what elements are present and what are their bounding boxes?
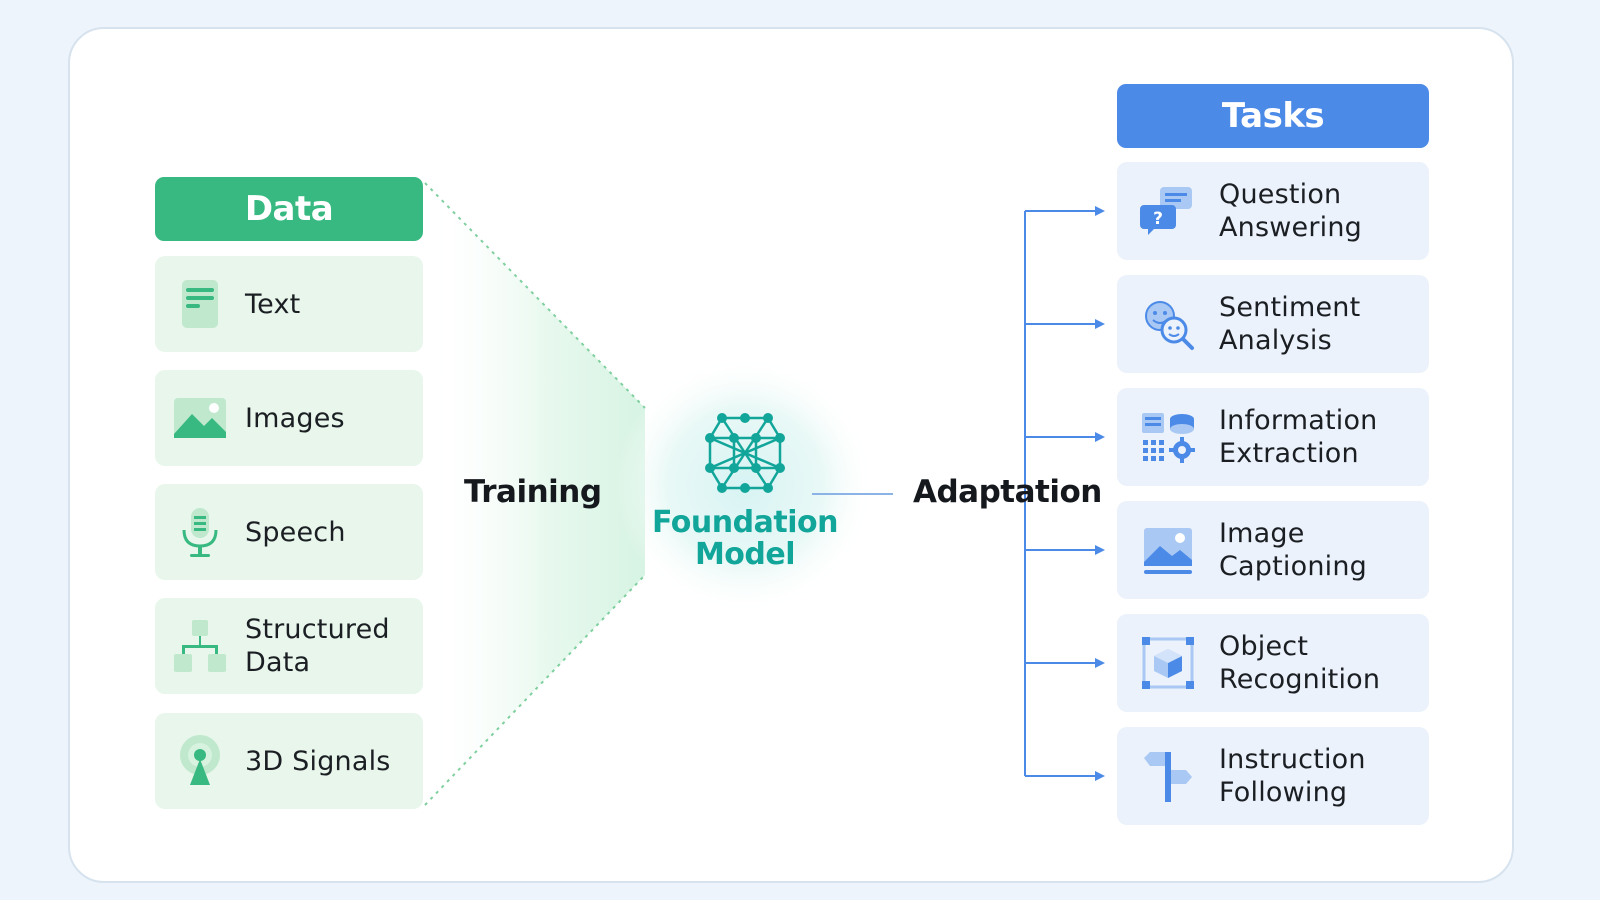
data-item-label: Speech <box>245 516 346 548</box>
data-header: Data <box>155 177 423 241</box>
data-item-text: Text <box>155 256 423 352</box>
data-item-label: 3D Signals <box>245 745 391 777</box>
question-chat-icon: ? <box>1139 182 1197 240</box>
faces-search-icon <box>1139 295 1197 353</box>
task-item-label: Instruction Following <box>1219 744 1366 808</box>
data-item-images: Images <box>155 370 423 466</box>
data-item-3d-signals: 3D Signals <box>155 713 423 809</box>
signal-antenna-icon <box>171 732 229 790</box>
cube-frame-icon <box>1139 634 1197 692</box>
adaptation-label: Adaptation <box>913 474 1102 510</box>
data-item-structured-data: Structured Data <box>155 598 423 694</box>
task-item-sentiment-analysis: Sentiment Analysis <box>1117 275 1429 373</box>
image-caption-icon <box>1139 521 1197 579</box>
task-item-question-answering: ? Question Answering <box>1117 162 1429 260</box>
data-item-label: Structured Data <box>245 614 390 678</box>
task-item-label: Object Recognition <box>1219 631 1381 695</box>
task-item-label: Sentiment Analysis <box>1219 292 1361 356</box>
signpost-icon <box>1139 747 1197 805</box>
network-graph-icon <box>705 413 785 493</box>
data-item-label: Images <box>245 402 345 434</box>
task-item-label: Information Extraction <box>1219 405 1378 469</box>
task-item-object-recognition: Object Recognition <box>1117 614 1429 712</box>
data-gear-icon <box>1139 408 1197 466</box>
task-item-label: Image Captioning <box>1219 518 1368 582</box>
document-icon <box>171 275 229 333</box>
image-icon <box>171 389 229 447</box>
microphone-icon <box>171 503 229 561</box>
task-item-image-captioning: Image Captioning <box>1117 501 1429 599</box>
tasks-header: Tasks <box>1117 84 1429 148</box>
foundation-model <box>640 390 850 590</box>
data-item-speech: Speech <box>155 484 423 580</box>
task-item-instruction-following: Instruction Following <box>1117 727 1429 825</box>
task-item-label: Question Answering <box>1219 179 1362 243</box>
training-label: Training <box>464 474 602 510</box>
svg-text:?: ? <box>1153 209 1163 229</box>
hierarchy-icon <box>171 617 229 675</box>
foundation-model-label: Foundation Model <box>652 505 838 572</box>
data-item-label: Text <box>245 288 301 320</box>
task-item-information-extraction: Information Extraction <box>1117 388 1429 486</box>
